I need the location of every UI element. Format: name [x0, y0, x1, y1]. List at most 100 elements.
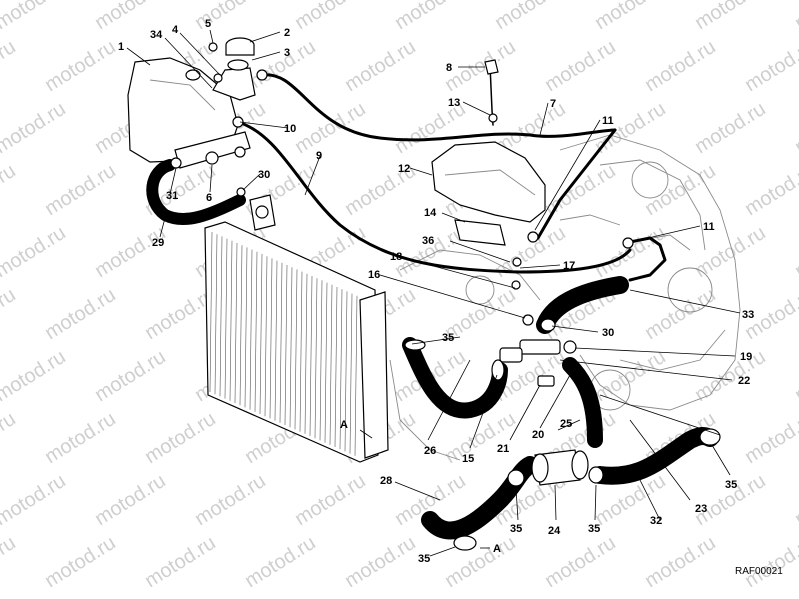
watermark-text: motod.ru	[691, 0, 770, 34]
radiator-fin	[209, 231, 213, 393]
watermark-text: motod.ru	[641, 284, 720, 344]
watermark-text: motod.ru	[741, 532, 799, 592]
callout-14: 14	[424, 207, 437, 219]
radiator-fin	[344, 291, 348, 452]
watermark-text: motod.ru	[791, 0, 799, 34]
watermark-text: motod.ru	[241, 532, 320, 592]
watermark-text: motod.ru	[41, 532, 120, 592]
radiator-fin	[254, 251, 258, 412]
watermark-text: motod.ru	[191, 0, 270, 34]
watermark-text: motod.ru	[291, 0, 370, 34]
radiator-fin	[349, 293, 353, 454]
callout-8: 8	[446, 62, 452, 74]
watermark-text: motod.ru	[791, 98, 799, 158]
callout-26: 26	[424, 445, 436, 457]
watermark-text: motod.ru	[741, 408, 799, 468]
radiator-fin	[259, 253, 263, 415]
callout-35-bottom: 35	[418, 553, 430, 565]
overflow-reservoir	[431, 141, 546, 246]
radiator-fin	[274, 260, 278, 421]
callout-1: 1	[118, 41, 124, 53]
watermark-text: motod.ru	[541, 532, 620, 592]
callout-21: 21	[497, 443, 509, 455]
callout-30-top: 30	[258, 169, 270, 181]
fittings	[170, 59, 721, 551]
radiator-fin	[304, 273, 308, 434]
callout-16: 16	[368, 269, 380, 281]
watermark-text: motod.ru	[0, 36, 20, 96]
watermark-text: motod.ru	[591, 0, 670, 34]
callout-5: 5	[205, 18, 211, 30]
radiator-fin	[299, 271, 303, 432]
radiator-fin	[219, 236, 223, 397]
callout-22: 22	[738, 375, 750, 387]
callout-35-mid: 35	[510, 523, 522, 535]
watermark-text: motod.ru	[441, 532, 520, 592]
figure-code: RAF00021	[735, 566, 783, 577]
watermark-text: motod.ru	[391, 0, 470, 34]
watermark-text: motod.ru	[0, 470, 70, 530]
callout-20: 20	[532, 429, 544, 441]
watermark-text: motod.ru	[591, 222, 670, 282]
callout-18: 18	[390, 251, 402, 263]
radiator-fin	[284, 264, 288, 426]
callout-25: 25	[560, 418, 572, 430]
radiator-fin	[269, 258, 273, 419]
watermark-text: motod.ru	[741, 160, 799, 220]
callout-23: 23	[695, 503, 707, 515]
callout-19: 19	[740, 351, 752, 363]
callout-35-far-right: 35	[725, 479, 737, 491]
watermark-text: motod.ru	[0, 284, 20, 344]
radiator-fin	[224, 238, 228, 399]
watermark-text: motod.ru	[41, 160, 120, 220]
watermark-text: motod.ru	[0, 0, 70, 34]
watermark-text: motod.ru	[741, 36, 799, 96]
watermark-text: motod.ru	[641, 160, 720, 220]
watermark-text: motod.ru	[291, 98, 370, 158]
callout-12: 12	[398, 163, 410, 175]
callout-11-top: 11	[602, 115, 614, 127]
callout-29: 29	[152, 237, 164, 249]
radiator-fin	[279, 262, 283, 423]
watermark-text: motod.ru	[41, 284, 120, 344]
radiator-fin	[354, 295, 358, 456]
radiator-fin	[229, 240, 233, 401]
watermark-text: motod.ru	[341, 36, 420, 96]
watermark-text: motod.ru	[491, 0, 570, 34]
callout-A-bottom: A	[493, 543, 501, 555]
radiator-fin	[249, 249, 253, 410]
watermark-text: motod.ru	[41, 36, 120, 96]
watermark-text: motod.ru	[91, 470, 170, 530]
callout-A-left: A	[340, 419, 348, 431]
callout-4: 4	[172, 24, 179, 36]
leader-lines	[126, 29, 741, 557]
callout-28: 28	[380, 475, 392, 487]
callout-13: 13	[448, 97, 460, 109]
watermark-text: motod.ru	[791, 346, 799, 406]
radiator-fin	[329, 284, 333, 445]
callout-34: 34	[150, 29, 163, 41]
callout-33: 33	[742, 309, 754, 321]
watermark-text: motod.ru	[91, 222, 170, 282]
radiator-fin	[264, 256, 268, 417]
watermark-text: motod.ru	[0, 160, 20, 220]
callout-24: 24	[548, 525, 561, 537]
watermark-text: motod.ru	[0, 346, 70, 406]
radiator-fin	[334, 286, 338, 448]
watermark-text: motod.ru	[141, 408, 220, 468]
radiator-fin	[314, 278, 318, 439]
radiator-fin	[309, 275, 313, 437]
callout-2: 2	[284, 27, 290, 39]
callout-11-right: 11	[703, 221, 715, 233]
callout-35-left: 35	[442, 332, 454, 344]
radiator-fin	[294, 269, 298, 430]
watermark-text: motod.ru	[141, 532, 220, 592]
radiator-fin	[214, 234, 218, 395]
watermark-text: motod.ru	[691, 98, 770, 158]
radiator-fin	[289, 267, 293, 428]
radiator-fin	[339, 289, 343, 450]
callout-31: 31	[166, 190, 178, 202]
